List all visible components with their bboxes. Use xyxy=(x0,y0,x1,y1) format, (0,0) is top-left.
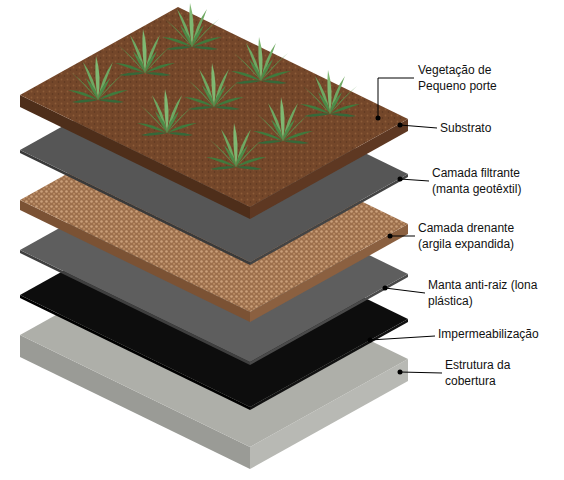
agave-plant xyxy=(206,123,266,170)
agave-plant xyxy=(231,37,291,84)
leader-line xyxy=(400,372,442,373)
leader-line xyxy=(370,336,435,340)
leader-dot xyxy=(368,338,373,343)
leader-dot xyxy=(398,370,403,375)
leader-line xyxy=(385,288,425,293)
agave-plant xyxy=(68,56,128,103)
leader-line xyxy=(378,78,414,118)
leader-dot xyxy=(376,116,381,121)
agave-plant xyxy=(137,89,197,136)
layer-label: Estrutura da cobertura xyxy=(445,357,530,389)
layer-label: Impermeabilização xyxy=(438,326,562,342)
leader-dot xyxy=(398,177,403,182)
leader-dots xyxy=(368,116,403,375)
layer-label: Substrato xyxy=(440,120,540,136)
agave-plant xyxy=(300,70,360,117)
leader-line xyxy=(390,236,415,237)
agave-plant xyxy=(115,29,175,76)
layer-label: Vegetação de Pequeno porte xyxy=(418,62,518,94)
agave-plant xyxy=(253,97,313,144)
agave-plant xyxy=(162,3,222,50)
leader-dot xyxy=(388,234,393,239)
layer-label: Manta anti-raiz (lona plástica) xyxy=(428,277,546,309)
leader-dot xyxy=(383,286,388,291)
agave-plant xyxy=(184,63,244,110)
leader-dot xyxy=(398,123,403,128)
plants xyxy=(68,3,360,170)
layer-label: Camada drenante (argila expandida) xyxy=(418,220,543,252)
leader-line xyxy=(400,125,437,128)
layer-label: Camada filtrante (manta geotêxtil) xyxy=(432,165,547,197)
leader-line xyxy=(400,179,429,181)
